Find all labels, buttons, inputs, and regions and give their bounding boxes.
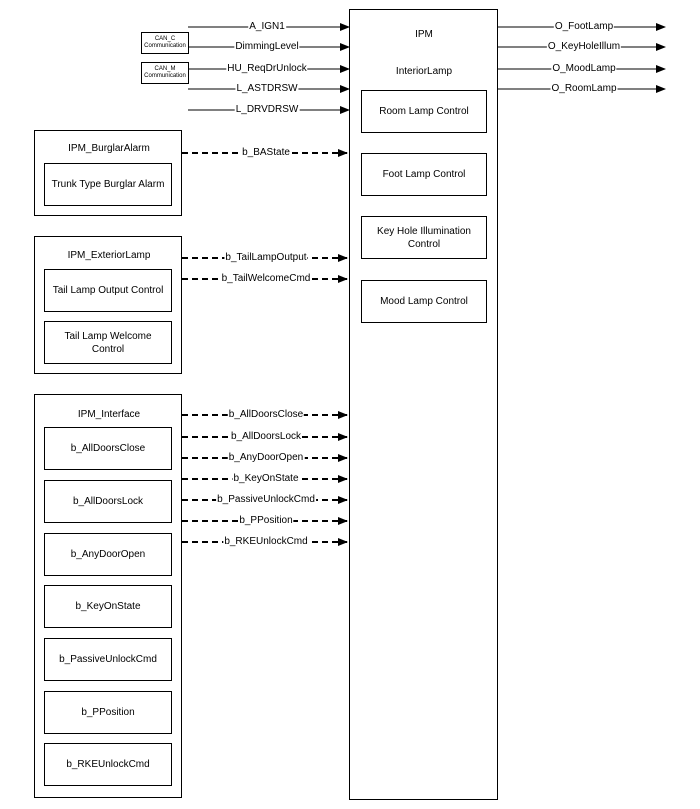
exterior-lamp-title: IPM_ExteriorLamp [67,250,151,261]
reqdr-label: HU_ReqDrUnlock [226,63,308,75]
ipm-title: IPM [415,29,433,40]
pposition-item: b_PPosition [44,691,172,734]
tail-output-label: b_TailLampOutput [224,252,308,264]
ipm-subtitle: InteriorLamp [395,66,453,77]
trunk-burglar-alarm: Trunk Type Burglar Alarm [44,163,172,206]
ipm-burglar-alarm-box: IPM_BurglarAlarm Trunk Type Burglar Alar… [34,130,182,216]
can-c-box: CAN_C Communication [141,32,189,54]
output-moodlamp-label: O_MoodLamp [551,63,617,75]
can-m-sublabel: Communication [144,73,186,79]
astd-label: L_ASTDRSW [235,83,299,95]
ipm-interior-lamp-box: IPM InteriorLamp Room Lamp Control Foot … [349,9,498,800]
output-roomlamp-label: O_RoomLamp [550,83,618,95]
ipm-exterior-lamp-box: IPM_ExteriorLamp Tail Lamp Output Contro… [34,236,182,374]
key-on-state-label: b_KeyOnState [232,473,300,485]
all-doors-lock-label: b_AllDoorsLock [229,431,303,443]
ign-label: A_IGN1 [248,21,286,33]
rke-unlock-item: b_RKEUnlockCmd [44,743,172,786]
burglar-alarm-title: IPM_BurglarAlarm [68,143,150,154]
tail-lamp-output-control: Tail Lamp Output Control [44,269,172,312]
key-hole-illumination-control: Key Hole Illumination Control [361,216,487,259]
all-doors-lock-item: b_AllDoorsLock [44,480,172,523]
ipm-interface-box: IPM_Interface b_AllDoorsClose b_AllDoors… [34,394,182,798]
can-c-label: CAN_C [154,36,176,42]
output-footlamp-label: O_FootLamp [553,21,615,33]
pposition-label: b_PPosition [238,515,294,527]
all-doors-close-label: b_AllDoorsClose [227,409,305,421]
tail-welcome-label: b_TailWelcomeCmd [220,273,312,285]
dimming-label: DimmingLevel [234,41,300,53]
key-on-state-item: b_KeyOnState [44,585,172,628]
all-doors-close-item: b_AllDoorsClose [44,427,172,470]
can-m-label: CAN_M [154,66,176,72]
mood-lamp-control: Mood Lamp Control [361,280,487,323]
rke-unlock-label: b_RKEUnlockCmd [223,536,309,548]
room-lamp-control: Room Lamp Control [361,90,487,133]
output-keyhole-label: O_KeyHoleIllum [546,41,622,53]
any-door-open-label: b_AnyDoorOpen [227,452,305,464]
drvd-label: L_DRVDRSW [234,104,300,116]
interface-title: IPM_Interface [77,409,141,420]
output-lines [497,23,666,93]
passive-unlock-label: b_PassiveUnlockCmd [216,494,316,506]
any-door-open-item: b_AnyDoorOpen [44,533,172,576]
foot-lamp-control: Foot Lamp Control [361,153,487,196]
tail-lamp-welcome-control: Tail Lamp Welcome Control [44,321,172,364]
passive-unlock-item: b_PassiveUnlockCmd [44,638,172,681]
ba-state-label: b_BAState [241,147,291,159]
can-m-box: CAN_M Communication [141,62,189,84]
can-c-sublabel: Communication [144,43,186,49]
